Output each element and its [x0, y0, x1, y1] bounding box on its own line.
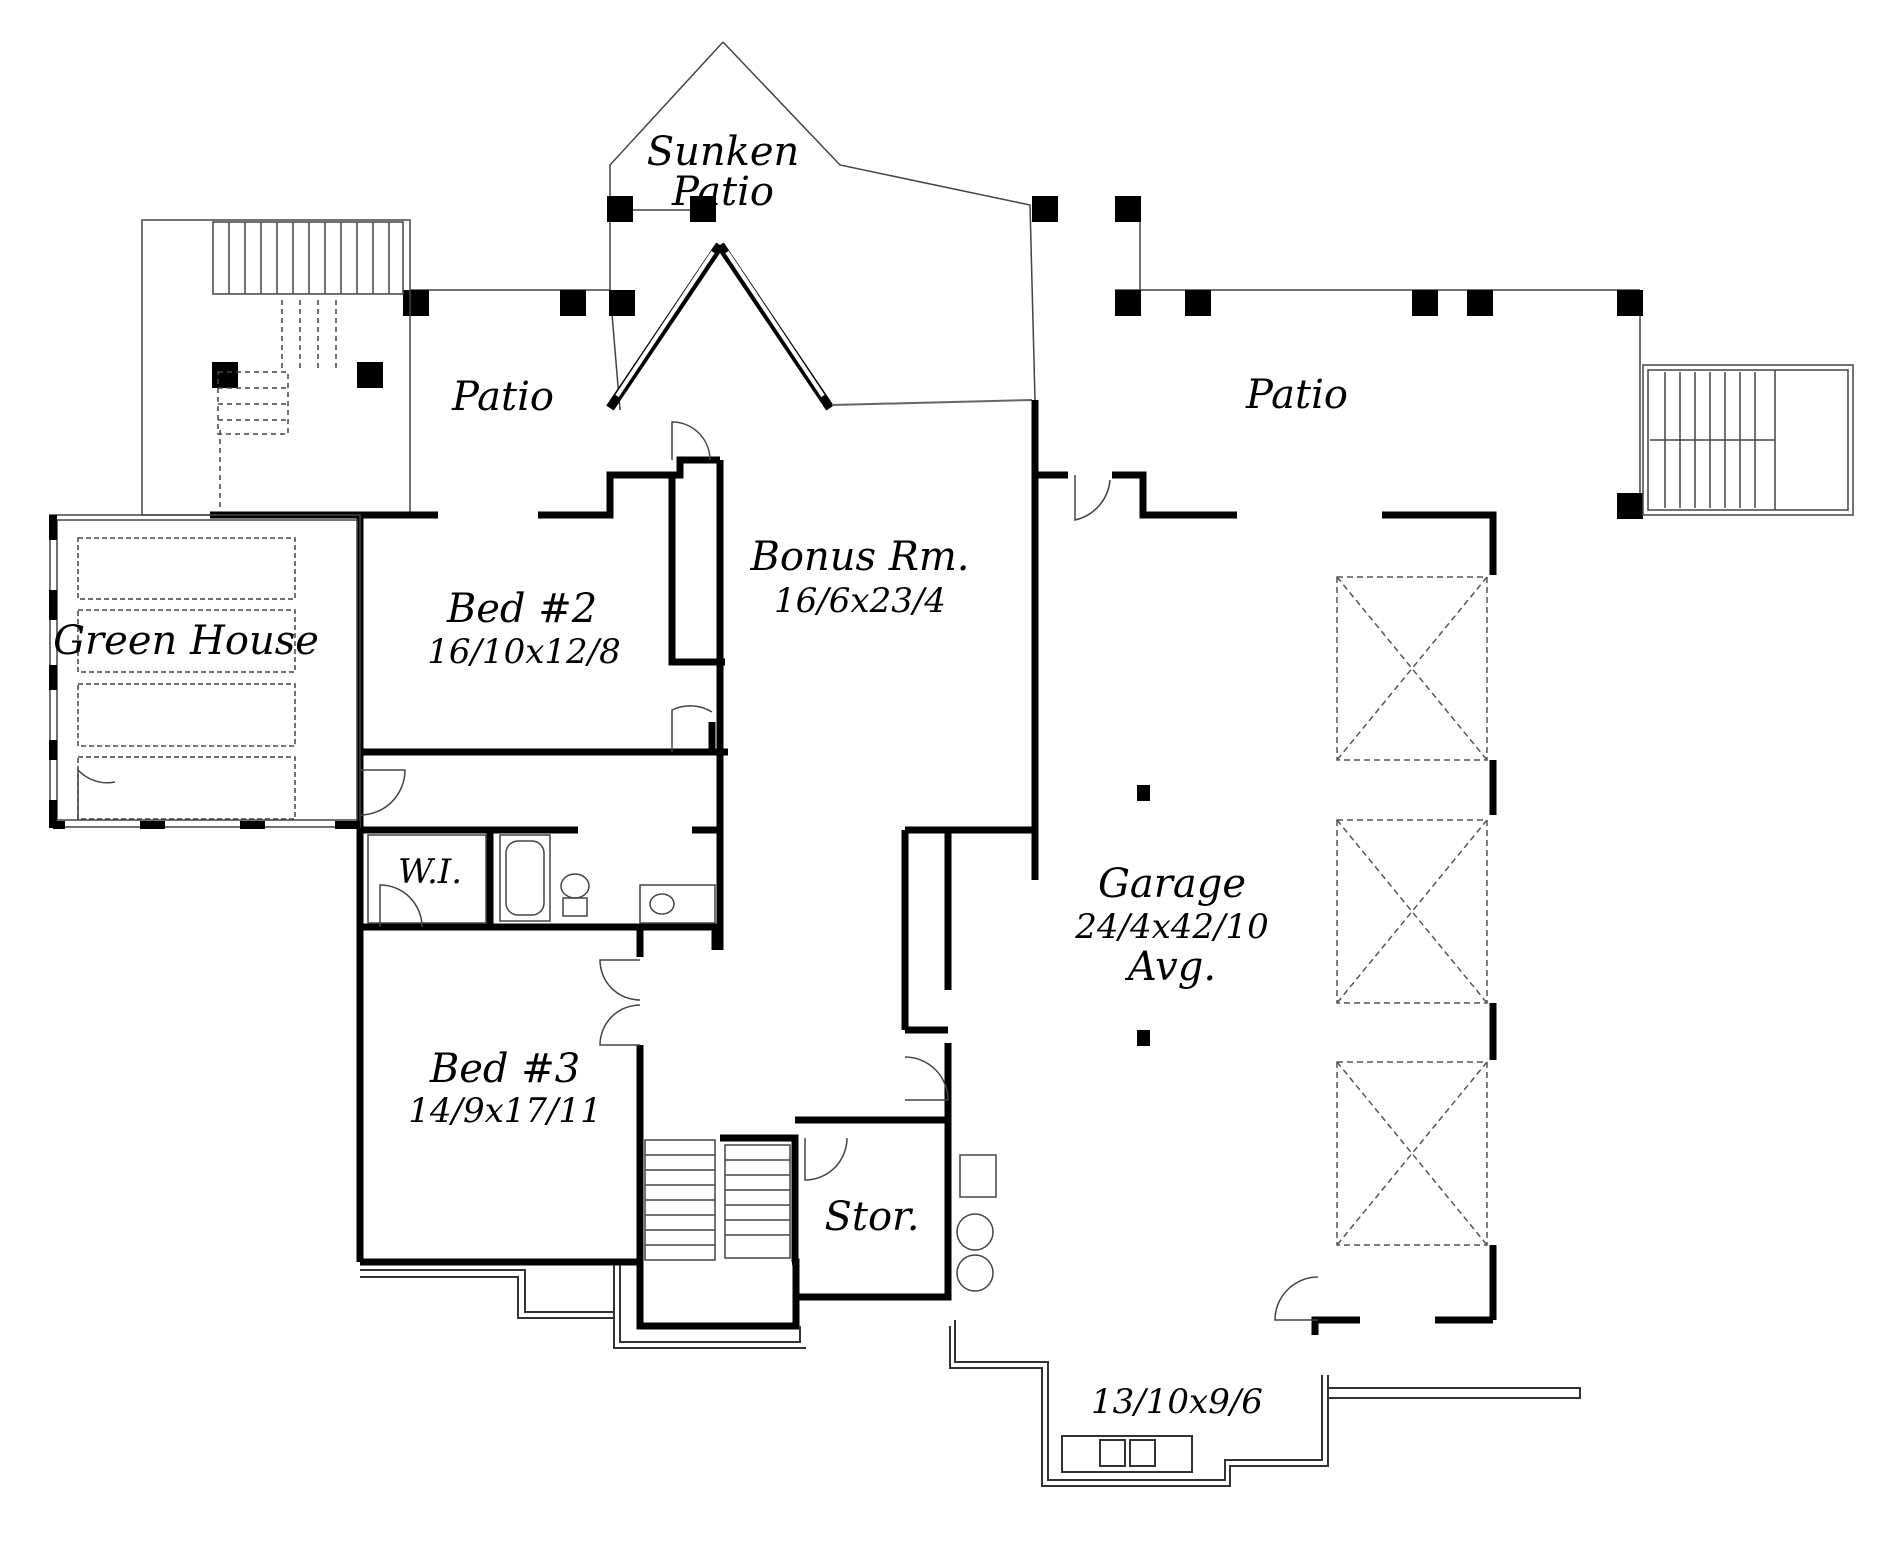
- garage-extension-dimensions: 13/10x9/6: [1091, 1382, 1263, 1422]
- bed2-dimensions: 16/10x12/8: [427, 632, 621, 672]
- bed2-label: Bed #2: [446, 586, 597, 632]
- left-stairs: [141, 219, 411, 516]
- wi-label: W.I.: [398, 852, 462, 892]
- bath-fixtures: [367, 834, 716, 924]
- bed3-dimensions: 14/9x17/11: [408, 1091, 602, 1131]
- sunken-patio-label-line2: Patio: [671, 169, 774, 215]
- garage-posts: [1137, 785, 1150, 1046]
- patio-right-label: Patio: [1245, 372, 1348, 418]
- storage-label: Stor.: [825, 1194, 920, 1240]
- bonus-room-label: Bonus Rm.: [749, 534, 969, 580]
- green-house-label: Green House: [53, 618, 319, 664]
- right-stairs: [1642, 364, 1854, 516]
- interior-stairs: [644, 1139, 791, 1261]
- green-house-wall-stubs: [49, 515, 360, 829]
- garage-appliances: [956, 1154, 997, 1292]
- door-swings: [77, 421, 1319, 1321]
- garage-label: Garage: [1098, 861, 1246, 907]
- garage-dimensions: 24/4x42/10: [1074, 907, 1269, 947]
- garage-doors: [1336, 576, 1488, 1246]
- garage-avg-note: Avg.: [1124, 944, 1216, 990]
- column-posts: [212, 196, 1643, 519]
- room-labels: Sunken Patio Patio Patio Bonus Rm. 16/6x…: [53, 129, 1348, 1422]
- thick-walls: [210, 400, 1497, 1335]
- garage-lower-wall: [360, 1265, 1581, 1487]
- bonus-room-angled-walls: [606, 242, 1033, 411]
- patio-left-label: Patio: [451, 374, 554, 420]
- bed3-label: Bed #3: [429, 1046, 580, 1092]
- bonus-room-dimensions: 16/6x23/4: [774, 581, 946, 621]
- sunken-patio-label-line1: Sunken: [647, 129, 800, 175]
